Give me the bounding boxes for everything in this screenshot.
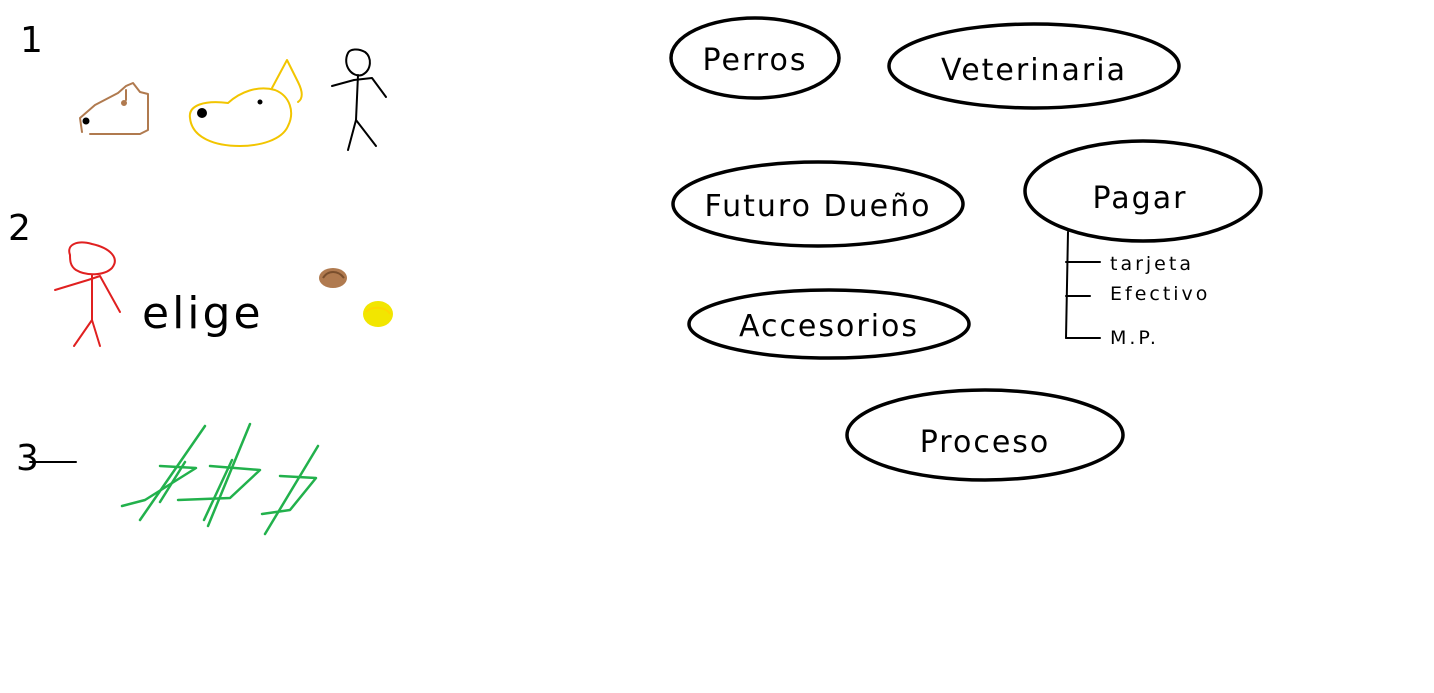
dollar-sign-icon [176,422,262,528]
payment-option-efectivo: Efectivo [1110,283,1210,305]
concept-proceso: Proceso [845,388,1125,482]
step-2-number: 2 [8,208,31,249]
concept-futuro-dueno: Futuro Dueño [671,160,965,248]
payment-option-tarjeta: tarjeta [1110,253,1194,275]
dollar-sign-icon [260,444,320,536]
step-1-number: 1 [20,20,43,61]
svg-text:Pagar: Pagar [1093,181,1188,216]
yellow-dot-icon [363,301,393,327]
svg-text:Perros: Perros [703,43,808,78]
svg-text:Veterinaria: Veterinaria [941,53,1127,88]
brown-dot-icon [319,268,347,288]
stick-person-icon [331,48,387,151]
yellow-dog-head-icon [188,59,303,147]
concept-accesorios: Accesorios [687,288,971,360]
concept-perros: Perros [669,16,841,100]
svg-text:3: 3 [16,438,39,479]
concept-veterinaria: Veterinaria [887,22,1181,110]
svg-text:Proceso: Proceso [920,425,1051,460]
svg-text:Futuro Dueño: Futuro Dueño [705,189,932,224]
dollar-sign-icon [120,424,207,522]
svg-text:Accesorios: Accesorios [739,309,919,344]
step-2-label-elige: elige [142,288,264,339]
payment-branch-lines [1065,231,1101,339]
brown-dog-head-icon [79,82,149,135]
red-stick-person-icon [54,241,121,347]
payment-option-mp: M.P. [1110,327,1159,349]
step-3-number: 3 [16,438,77,479]
concept-pagar: Pagar [1023,139,1263,243]
